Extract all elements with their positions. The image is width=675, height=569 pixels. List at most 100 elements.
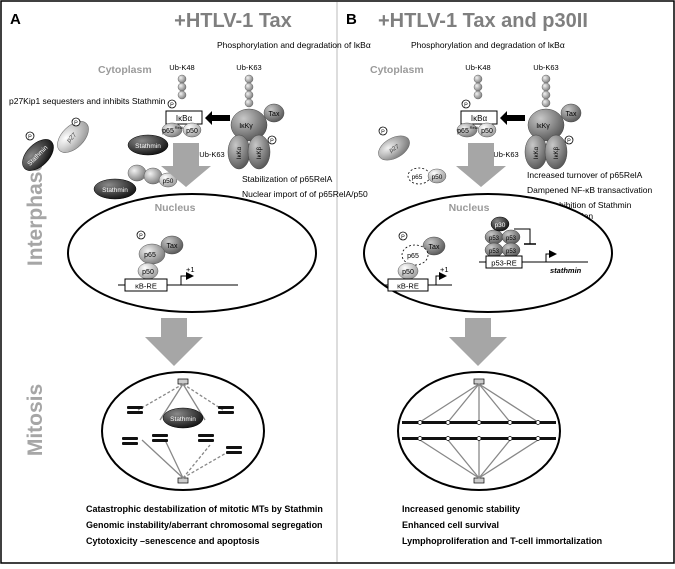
ub-k63-label-a: Ub-K63 [236,63,261,72]
panel-a: A +HTLV-1 Tax Phosphorylation and degrad… [9,10,371,546]
p65-b-nuc [401,244,429,266]
panel-a-outcome-1: Catastrophic destabilization of mitotic … [86,504,323,514]
tss-arrow-a [180,272,194,285]
ikk-phospho-b-label: P [567,139,571,145]
nuc-phospho-b-label: P [401,235,405,241]
p53-label-1: p53 [489,236,500,242]
chromosomes-a [122,406,242,454]
p27-phospho-b [378,126,388,136]
plus1-label-b: +1 [440,265,449,274]
p27-phospho-b-label: P [381,130,385,136]
p50-label-a-mid: p50 [163,178,174,185]
p53-label-4: p53 [506,249,517,255]
p30-b [490,216,510,232]
p50-label-a-cyto: p50 [186,128,198,135]
ikk-gamma-b [527,108,565,142]
p50-a-cyto [182,122,202,138]
stathmin-a-3 [93,178,137,200]
stathmin-phospho-a [25,131,35,141]
panel-b-outcome-3: Lymphoproliferation and T-cell immortali… [402,536,602,546]
panel-a-outcome-2: Genomic instability/aberrant chromosomal… [86,520,323,530]
ikk-alpha-label-a: IκKα [237,146,243,159]
panel-a-nucleus-label: Nucleus [155,202,196,214]
p65-b-cyto [456,122,478,138]
panel-b-note-3: Inhibition of Stathmin [552,200,632,210]
p53-re-box [485,255,523,269]
phospho-mark-a [167,99,177,109]
stathmin-a-1 [22,139,54,171]
p50-b-mid [427,168,447,184]
ub-k63-lower-label-a: Ub-K63 [199,150,224,159]
import-arrow-b [456,143,506,187]
nuc-phospho-b [398,231,408,241]
plus1-label-a: +1 [186,265,195,274]
panel-a-phos-note: Phosphorylation and degradation of IκBα [217,40,371,50]
ikk-alpha-label-b: IκKα [534,146,540,159]
ikk-phospho-a-label: P [270,139,274,145]
p53-re-label: p53-RE [491,259,516,268]
mitosis-arrow-a [145,318,203,366]
p50-label-b-nuc: p50 [402,269,414,276]
nuc-phospho-a-label: P [139,234,143,240]
panel-a-stab-note: Stabilization of p65RelA [242,174,333,184]
ikk-beta-a [247,134,271,170]
stathmin-label-a-3: Stathmin [102,187,128,194]
centrosome-b-bottom [473,477,485,484]
spindle-a [137,383,229,479]
ub-k63-label-b: Ub-K63 [533,63,558,72]
panel-b-title: +HTLV-1 Tax and p30II [378,10,588,32]
p65-a-cyto [161,122,183,138]
ikk-beta-label-a: IκKβ [257,146,263,159]
centrosome-a-bottom [177,477,189,484]
ikk-gamma-a [230,108,268,142]
p50-label-b-cyto: p50 [481,128,493,135]
tax-b-nuc [422,236,446,256]
panel-b-phos-note: Phosphorylation and degradation of IκBα [411,40,565,50]
ikba-label-a: IκBα [176,114,193,123]
panel-b-letter: B [346,11,357,28]
kb-re-box-b [387,278,429,292]
spindle-b [419,383,539,479]
panel-a-cytoplasm-label: Cytoplasm [98,64,152,76]
tax-a-cyto [263,103,285,123]
ikk-beta-label-b: IκKβ [554,146,560,159]
p50-b-cyto [477,122,497,138]
ikba-label-b: IκBα [471,114,488,123]
centrosome-a-top [177,378,189,385]
ub-k63-chain-b [541,74,551,108]
p65-label-a-cyto: p65 [162,128,174,135]
ikk-phospho-b [564,135,574,145]
p27-b [378,135,410,161]
p53-label-3: p53 [489,249,500,255]
ikk-arrow-a [205,111,230,125]
ikba-box-a [165,110,203,125]
panel-b: B +HTLV-1 Tax and p30II Phosphorylation … [346,10,652,546]
p65-label-a-nuc: p65 [144,252,156,259]
kb-re-label-a: κB-RE [135,282,157,291]
ikk-gamma-label-a: IκKγ [239,123,253,130]
nuc-phospho-a [136,230,146,240]
panel-b-note-2: Dampened NF-κB transactivation [527,185,652,195]
panel-b-outcome-2: Enhanced cell survival [402,520,499,530]
ub-k48-chain-b [473,74,483,100]
tss-arrow-stathmin [545,250,557,262]
kb-re-box-a [124,278,168,292]
ub-k48-chain-a [177,74,187,100]
ikk-gamma-label-b: IκKγ [536,123,550,130]
kinetochores-b [417,420,541,441]
ikk-phospho-a [267,135,277,145]
p65-a-mid [127,164,147,182]
tax-label-a-cyto: Tax [269,111,280,118]
centrosome-b-top [473,378,485,385]
stathmin-label-a-2: Stathmin [135,143,161,150]
tax-label-b-cyto: Tax [566,111,577,118]
tax-b-cyto [560,103,582,123]
p65-label-b-dashed: p65 [412,174,423,181]
ikk-arrow-b [500,111,525,125]
mitotic-cell-a [101,371,265,491]
p65-sup-a-cyto: RelA [175,125,184,130]
panel-b-nucleus-label: Nucleus [449,202,490,214]
p27-phospho-a-label: P [74,121,78,127]
